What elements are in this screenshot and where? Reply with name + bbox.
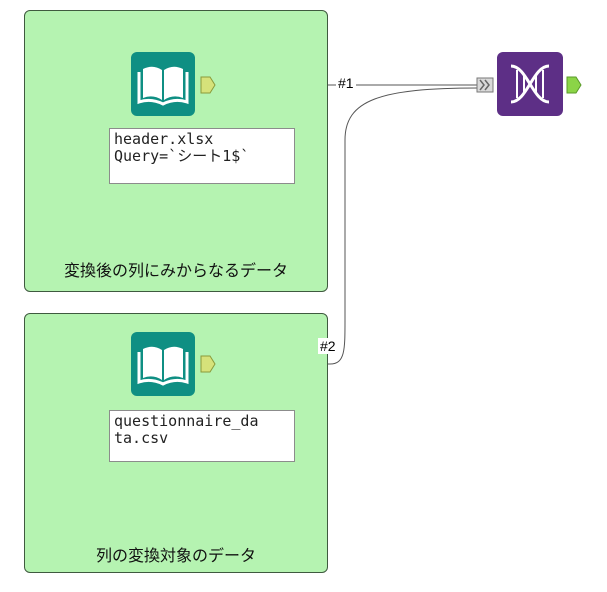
connection-2-wire[interactable] [214, 87, 479, 365]
config-line: questionnaire_da [114, 412, 259, 430]
config-line: Query=`シート1$` [114, 147, 250, 165]
output-anchor-1[interactable] [200, 76, 216, 94]
book-icon [137, 66, 189, 106]
dna-tool[interactable] [497, 52, 563, 116]
dna-icon [510, 64, 550, 104]
config-line: header.xlsx [114, 130, 214, 148]
book-icon [137, 346, 189, 386]
container-caption: 列の変換対象のデータ [95, 546, 256, 565]
output-anchor-dna[interactable] [566, 76, 582, 94]
config-line: ta.csv [114, 429, 169, 447]
connection-label-2: #2 [318, 338, 338, 354]
connection-label-1: #1 [336, 75, 356, 91]
input-anchor[interactable] [476, 76, 494, 94]
input-data-tool-2[interactable] [131, 332, 195, 396]
input-data-tool-1[interactable] [131, 52, 195, 116]
output-anchor-2[interactable] [200, 355, 216, 373]
container-caption: 変換後の列にみからなるデータ [63, 261, 288, 280]
